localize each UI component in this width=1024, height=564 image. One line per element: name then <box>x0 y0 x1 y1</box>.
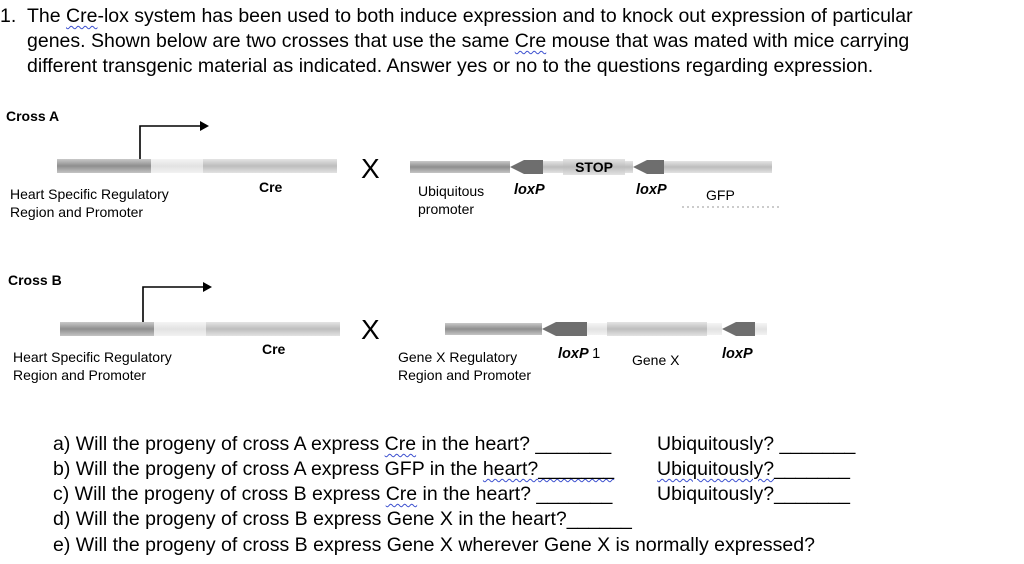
crossA-cre-transgene <box>57 121 337 173</box>
question-text: c) Will the progeny of cross B express <box>53 483 386 505</box>
ubiquitous-promoter-segment <box>410 161 510 173</box>
question-a: a) Will the progeny of cross A express C… <box>53 432 611 457</box>
heart-promoter-segment <box>57 159 151 173</box>
question-c: c) Will the progeny of cross B express C… <box>53 482 612 507</box>
label-line: Gene X Regulatory <box>398 349 518 365</box>
question-d: d) Will the progeny of cross B express G… <box>53 508 632 530</box>
label-line: promoter <box>418 201 475 217</box>
cre-segment <box>206 322 340 336</box>
spellcheck-word: Cre <box>385 483 418 505</box>
label-line: Region and Promoter <box>10 204 144 220</box>
question-text: b) Will the progeny of cross A express G… <box>53 458 483 480</box>
label-line: Ubiquitous <box>418 183 485 199</box>
intro-line-1: The Cre-lox system has been used to both… <box>27 4 913 29</box>
crossB-genex-transgene <box>445 322 767 336</box>
spellcheck-word: Cre <box>514 30 547 52</box>
intro-line-2: genes. Shown below are two crosses that … <box>27 29 909 54</box>
crossB-cross-symbol: X <box>361 314 380 345</box>
question-number: 1. <box>0 5 17 27</box>
intro-text: genes. Shown below are two crosses that … <box>27 30 515 52</box>
spellcheck-word: Ubiquitously? <box>657 458 775 480</box>
crossB-cre-label: Cre <box>262 341 286 357</box>
intro-text: -lox system has been used to both induce… <box>97 5 913 27</box>
intro-line-3: different transgenic material as indicat… <box>27 55 874 77</box>
question-b-ubiquitous: Ubiquitously?_______ <box>657 457 850 482</box>
crossA-ubiquitous-label: Ubiquitous promoter <box>418 182 484 218</box>
crossA-loxp-label-1: loxP <box>514 182 545 198</box>
transcription-start-arrow-icon <box>142 286 203 322</box>
question-b: b) Will the progeny of cross A express G… <box>53 457 614 482</box>
question-text: in the heart? _______ <box>417 483 613 505</box>
loxp-site-icon <box>542 322 587 336</box>
gfp-label: GFP <box>706 187 735 203</box>
crossB-loxp-label-2: loxP <box>722 346 753 362</box>
crossA-cre-label: Cre <box>259 179 283 195</box>
intro-text: The <box>27 5 67 27</box>
label-line: Region and Promoter <box>398 367 532 383</box>
cre-gap-segment <box>154 322 206 336</box>
spellcheck-word: Cre <box>66 5 98 27</box>
gfp-segment <box>678 161 772 173</box>
stop-label: STOP <box>575 159 613 175</box>
question-a-ubiquitous: Ubiquitously? _______ <box>657 433 856 455</box>
crossA-cross-symbol: X <box>361 153 380 184</box>
question-text: in the heart? _______ <box>416 433 612 455</box>
question-e: e) Will the progeny of cross B express G… <box>53 534 815 556</box>
loxp-text: loxP <box>558 346 589 362</box>
spellcheck-word: heart? <box>482 458 539 480</box>
label-line: Region and Promoter <box>13 367 147 383</box>
arrowhead-icon <box>203 282 212 292</box>
crossB-title: Cross B <box>8 272 62 288</box>
stop-box <box>563 159 625 175</box>
crossB-cre-transgene <box>60 282 340 336</box>
intro-text: mouse that was mated with mice carrying <box>546 30 910 52</box>
loxp-site-icon <box>510 160 543 174</box>
crossB-loxp-label-1: loxP 1 <box>558 346 600 362</box>
question-c-ubiquitous: Ubiquitously?_______ <box>657 483 850 505</box>
loxp-site-icon <box>633 160 664 174</box>
crossA-title: Cross A <box>6 108 60 124</box>
transcription-start-arrow-icon <box>139 125 200 159</box>
cre-gap-segment <box>151 159 203 173</box>
heart-promoter-segment <box>60 322 154 336</box>
arrowhead-icon <box>200 121 209 131</box>
spellcheck-word: Cre <box>384 433 417 455</box>
genex-promoter-segment <box>445 323 542 335</box>
genex-label: Gene X <box>632 352 680 368</box>
answer-blank: _______ <box>774 458 850 480</box>
answer-blank: _______ <box>538 458 615 480</box>
label-line: Heart Specific Regulatory <box>10 186 169 202</box>
crossA-loxp-label-2: loxP <box>636 182 667 198</box>
loxp-suffix: 1 <box>592 346 601 362</box>
loxp-site-icon <box>722 322 755 336</box>
genex-segment <box>607 322 707 336</box>
question-text: a) Will the progeny of cross A express <box>53 433 385 455</box>
crossA-reporter-transgene <box>410 159 779 208</box>
cre-segment <box>203 159 337 173</box>
label-line: Heart Specific Regulatory <box>13 349 172 365</box>
